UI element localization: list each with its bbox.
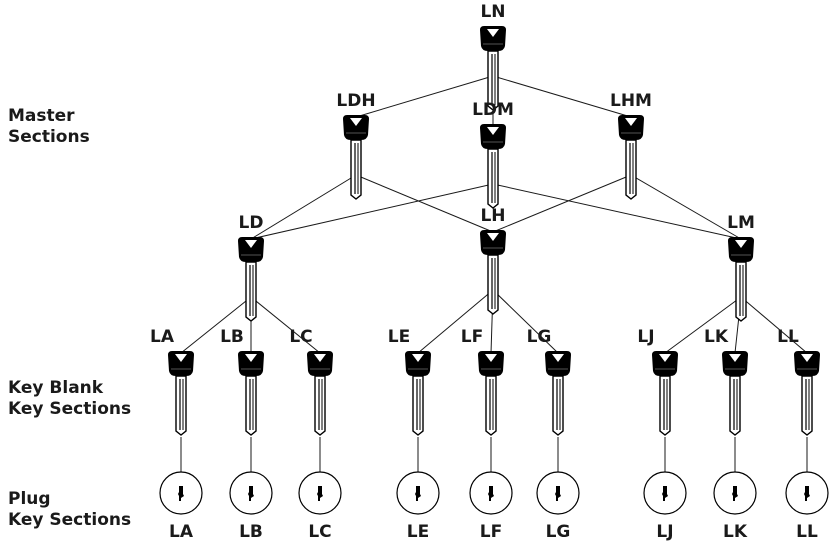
key-ld-icon — [237, 236, 265, 322]
key-lm-icon — [727, 236, 755, 322]
plug-lf-icon — [469, 471, 513, 515]
blank-key-label-ll: LL — [777, 327, 799, 347]
key-blank-lf-icon — [477, 350, 505, 436]
plug-le-icon — [396, 471, 440, 515]
connector-lhm-lm — [630, 174, 742, 240]
key-blank-ll-icon — [793, 350, 821, 436]
plug-key-label-lf: LF — [480, 522, 502, 542]
plug-lg-icon — [536, 471, 580, 515]
key-ldm-icon — [479, 123, 507, 209]
master-key-label-ldm: LDM — [472, 100, 514, 120]
plug-key-sections-label: Plug Key Sections — [8, 489, 132, 530]
connector-ldh-ld — [250, 174, 357, 240]
key-blank-lb-icon — [237, 350, 265, 436]
master-key-label-lm: LM — [727, 213, 755, 233]
key-blank-lk-icon — [721, 350, 749, 436]
plug-key-label-lc: LC — [308, 522, 331, 542]
connector-lm-ll — [740, 296, 808, 354]
plug-la-icon — [159, 471, 203, 515]
key-lhm-icon — [617, 114, 645, 200]
connector-lh-le — [417, 289, 494, 354]
blank-key-label-lb: LB — [220, 327, 244, 347]
connector-ld-la — [180, 296, 252, 354]
blank-key-label-lc: LC — [289, 327, 312, 347]
key-blank-sections-label: Key Blank Key Sections — [8, 378, 132, 419]
plug-key-label-lg: LG — [546, 522, 571, 542]
key-blank-le-icon — [404, 350, 432, 436]
connector-lm-lj — [664, 296, 742, 354]
master-key-label-ld: LD — [239, 213, 264, 233]
master-key-label-ln: LN — [480, 2, 505, 22]
blank-key-label-lf: LF — [461, 327, 483, 347]
plug-key-label-lk: LK — [723, 522, 748, 542]
plug-lj-icon — [643, 471, 687, 515]
key-lh-icon — [479, 229, 507, 315]
master-key-label-lh: LH — [480, 206, 505, 226]
plug-lc-icon — [298, 471, 342, 515]
blank-key-label-lg: LG — [527, 327, 552, 347]
blank-key-label-lk: LK — [704, 327, 729, 347]
connector-ldm-lm — [492, 183, 742, 240]
master-key-label-lhm: LHM — [610, 91, 652, 111]
key-blank-la-icon — [167, 350, 195, 436]
plug-key-label-lj: LJ — [656, 522, 673, 542]
blank-key-label-le: LE — [388, 327, 410, 347]
plug-key-label-la: LA — [169, 522, 194, 542]
connector-lh-lg — [492, 289, 559, 354]
key-ln-icon — [479, 25, 507, 111]
key-blank-lg-icon — [544, 350, 572, 436]
plug-key-label-lb: LB — [239, 522, 263, 542]
plug-lb-icon — [229, 471, 273, 515]
blank-key-label-lj: LJ — [637, 327, 654, 347]
connector-ln-lhm — [492, 75, 632, 118]
master-key-label-ldh: LDH — [336, 91, 375, 111]
blank-key-label-la: LA — [150, 327, 175, 347]
key-blank-lj-icon — [651, 350, 679, 436]
connector-ldh-lh — [355, 174, 494, 233]
plug-key-label-le: LE — [407, 522, 429, 542]
plug-ll-icon — [785, 471, 829, 515]
plug-lk-icon — [713, 471, 757, 515]
master-sections-label: Master Sections — [8, 106, 90, 147]
connector-ln-ldh — [355, 75, 494, 118]
key-ldh-icon — [342, 114, 370, 200]
key-blank-lc-icon — [306, 350, 334, 436]
connector-lhm-lh — [492, 174, 632, 233]
connector-ld-lc — [250, 296, 321, 354]
plug-key-label-ll: LL — [796, 522, 818, 542]
connector-ldm-ld — [250, 183, 494, 240]
